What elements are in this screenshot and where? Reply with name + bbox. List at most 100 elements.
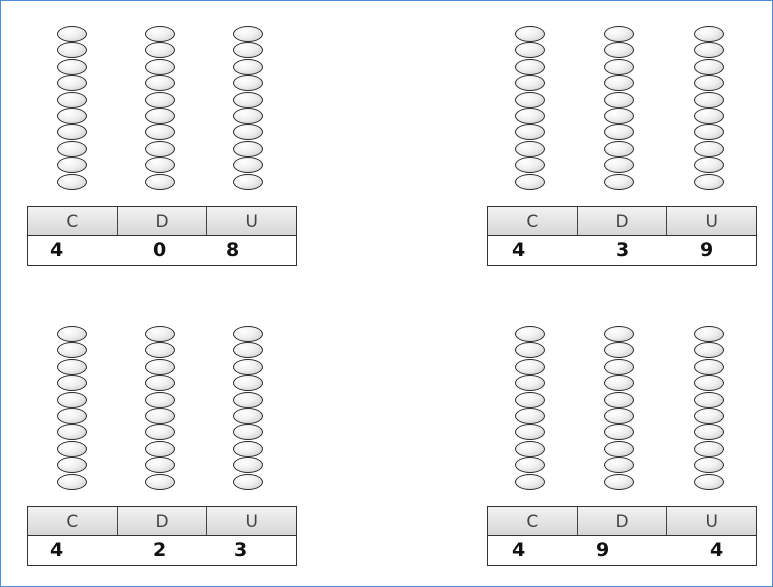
rod-units [233,326,263,506]
bead [145,108,175,124]
bead [604,440,634,457]
bead [515,75,545,92]
header-hundreds: C [488,507,577,536]
bead [515,108,545,124]
bead [145,26,175,42]
digit-hundreds: 4 [50,539,64,561]
bead-rods [27,26,297,206]
bead [694,173,724,190]
digit-hundreds: 4 [512,239,526,261]
bead [145,173,175,190]
bead [57,473,87,490]
header-units: U [666,507,757,536]
bead [57,58,87,75]
bead [694,140,724,157]
bead [694,326,724,342]
bead [233,375,263,392]
bead [233,124,263,141]
bead [57,342,87,359]
bead [604,26,634,42]
bead [57,157,87,174]
rod-units [694,326,724,506]
bead [694,457,724,474]
bead [57,358,87,375]
bead [515,408,545,424]
bead [515,140,545,157]
bead [604,358,634,375]
bead [694,391,724,408]
header-tens: D [576,507,667,536]
bead [233,58,263,75]
rod-units [694,26,724,206]
digit-tens: 3 [616,239,630,261]
rod-hundreds [515,26,545,206]
header-hundreds: C [28,507,117,536]
bead [145,391,175,408]
bead [233,358,263,375]
bead [145,42,175,59]
rod-hundreds [57,26,87,206]
bead [233,391,263,408]
bead [145,424,175,441]
digit-units: 9 [700,239,714,261]
bead [145,140,175,157]
digit-tens: 2 [153,539,167,561]
bead [694,58,724,75]
abacus-2: C D U 4 3 9 [487,26,757,266]
bead [233,473,263,490]
bead [57,408,87,424]
digit-row: 4 3 9 [487,235,757,266]
bead [233,457,263,474]
bead [515,124,545,141]
bead [57,108,87,124]
bead-rods [487,26,757,206]
bead [694,91,724,108]
digit-units: 3 [234,539,248,561]
bead [604,42,634,59]
header-units: U [206,507,297,536]
bead [515,157,545,174]
bead [515,26,545,42]
bead [694,408,724,424]
rod-hundreds [515,326,545,506]
bead [233,173,263,190]
rod-tens [604,326,634,506]
header-tens: D [576,207,667,236]
header-tens: D [116,207,207,236]
bead-rods [487,326,757,506]
bead [694,440,724,457]
bead [145,124,175,141]
bead [145,375,175,392]
bead [233,42,263,59]
bead-rods [27,326,297,506]
rod-tens [145,326,175,506]
bead [57,124,87,141]
bead [694,42,724,59]
bead [694,473,724,490]
bead [604,58,634,75]
bead [145,75,175,92]
bead [233,140,263,157]
bead [604,375,634,392]
header-hundreds: C [28,207,117,236]
bead [694,358,724,375]
bead [57,26,87,42]
rod-hundreds [57,326,87,506]
digit-row: 4 2 3 [27,535,297,566]
bead [604,391,634,408]
bead [604,408,634,424]
bead [57,140,87,157]
bead [515,326,545,342]
bead [604,326,634,342]
bead [57,375,87,392]
header-units: U [206,207,297,236]
bead [604,108,634,124]
bead [515,342,545,359]
bead [233,424,263,441]
bead [515,91,545,108]
bead [604,140,634,157]
bead [604,457,634,474]
bead [57,391,87,408]
bead [233,108,263,124]
bead [604,424,634,441]
